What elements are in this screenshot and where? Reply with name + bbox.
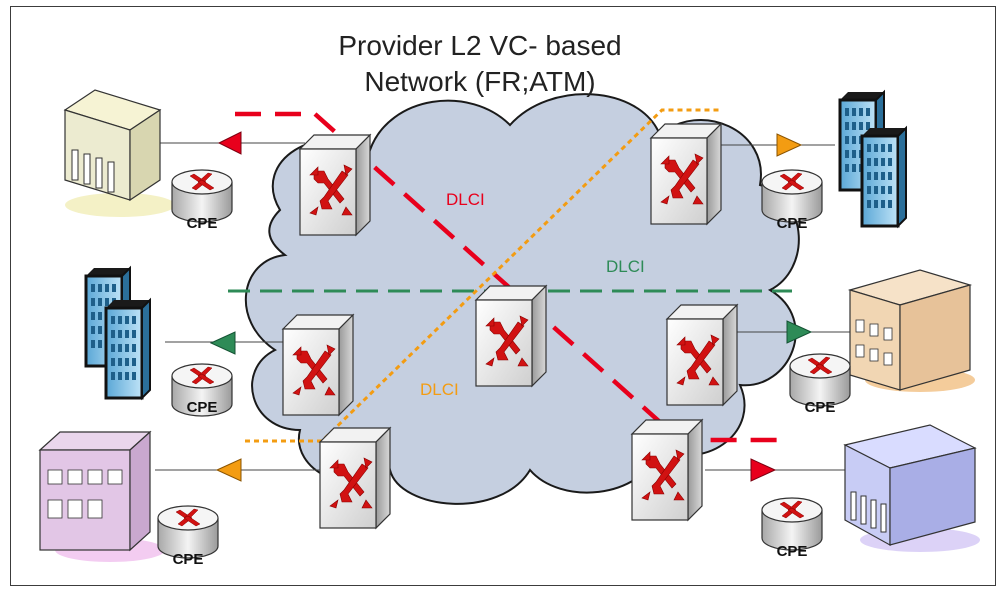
orange-arrow-bottom-left (215, 458, 242, 482)
title-line-2: Network (FR;ATM) (364, 66, 596, 97)
cpe-label-bottom-left: CPE (173, 551, 204, 568)
green-arrow-mid-right (786, 320, 813, 344)
site-mid-left-towers (84, 266, 152, 400)
dlci-label-red: DLCI (446, 190, 485, 209)
site-bottom-left-building (38, 430, 165, 562)
cpe-label-top-right: CPE (777, 215, 808, 232)
cpe-label-mid-right: CPE (805, 399, 836, 416)
cpe-label-top-left: CPE (187, 215, 218, 232)
red-virtual-circuit (235, 111, 780, 443)
orange-virtual-circuit (245, 108, 720, 443)
switch-center (475, 285, 547, 387)
switch-bottom-right (631, 419, 703, 521)
green-arrow-mid-left (209, 331, 236, 355)
cpe-label-mid-left: CPE (187, 399, 218, 416)
red-arrow-bottom-right (750, 458, 777, 482)
switch-top-left (299, 134, 371, 236)
switch-mid-right (666, 304, 738, 406)
site-top-left-building (63, 89, 175, 217)
cpe-label-bottom-right: CPE (777, 543, 808, 560)
diagram-title: Provider L2 VC- based Network (FR;ATM) (250, 28, 710, 100)
site-bottom-right-building (843, 424, 980, 552)
site-mid-right-building (847, 269, 975, 392)
switch-top-right (650, 123, 722, 225)
red-arrow-top-left (217, 131, 242, 155)
switch-mid-left (282, 314, 354, 416)
site-top-right-towers (838, 90, 908, 228)
title-line-1: Provider L2 VC- based (338, 30, 622, 61)
dlci-label-green: DLCI (606, 257, 645, 276)
orange-arrow-top-right (776, 133, 803, 157)
switch-bottom-left (319, 427, 391, 529)
dlci-label-orange: DLCI (420, 380, 459, 399)
